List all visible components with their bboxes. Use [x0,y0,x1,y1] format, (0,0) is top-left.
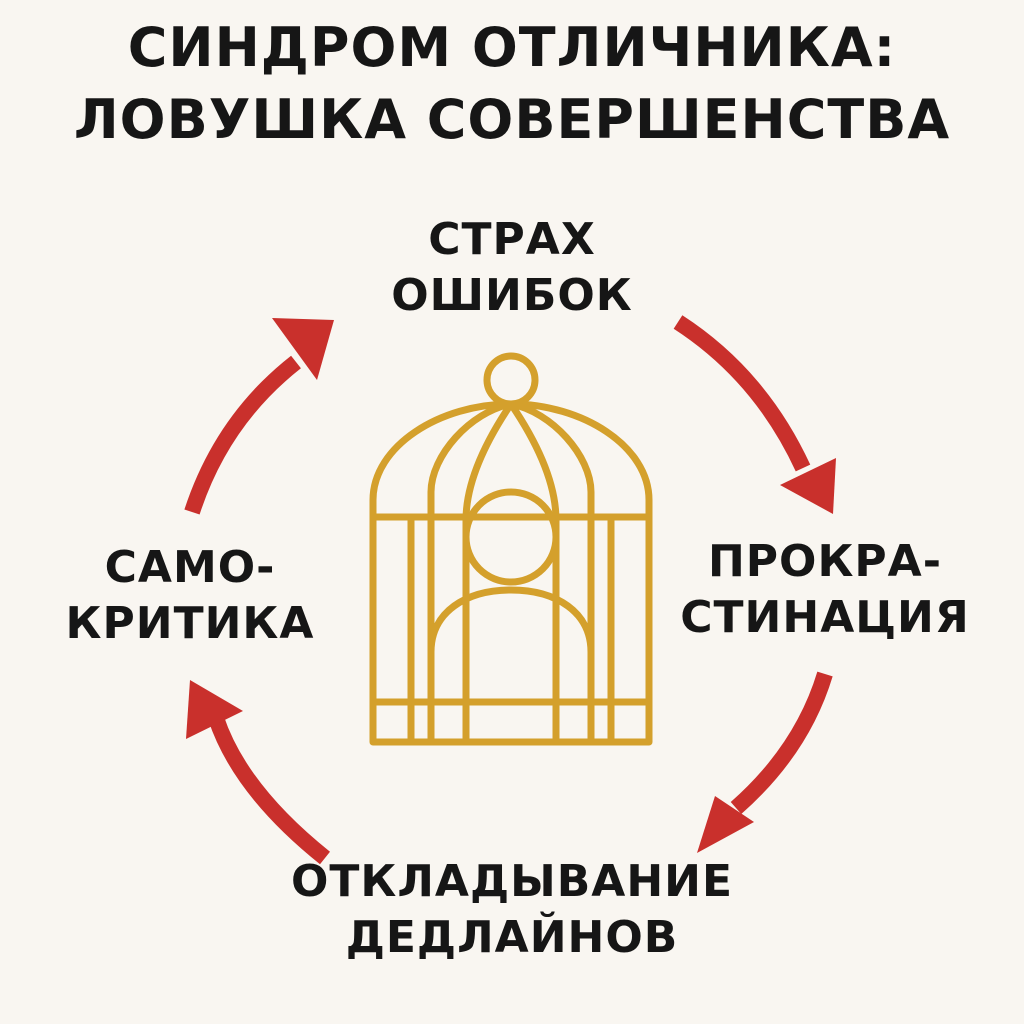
title-line-2: ЛОВУШКА СОВЕРШЕНСТВА [73,88,951,151]
node-right-line-1: ПРОКРА- [707,536,942,587]
arrow-right-to-bottom [697,671,833,853]
node-top-line-2: ОШИБОК [391,270,633,321]
node-left-line-1: САМО- [104,542,276,593]
node-bottom-line-2: ДЕДЛАЙНОВ [345,912,679,963]
arrow-left-to-top [184,318,334,515]
cycle-node-fear-of-mistakes: СТРАХ ОШИБОК [312,212,712,324]
page-title: СИНДРОМ ОТЛИЧНИКА: ЛОВУШКА СОВЕРШЕНСТВА [0,12,1024,156]
node-right-line-2: СТИНАЦИЯ [680,592,970,643]
person-in-birdcage-icon [369,352,653,746]
cycle-node-postponing-deadlines: ОТКЛАДЫВАНИЕ ДЕДЛАЙНОВ [272,854,752,966]
arrow-top-to-right [673,315,836,514]
cycle-node-self-criticism: САМО- КРИТИКА [40,540,340,652]
node-bottom-line-1: ОТКЛАДЫВАНИЕ [290,856,734,907]
cycle-arrows [184,315,836,865]
cycle-node-procrastination: ПРОКРА- СТИНАЦИЯ [660,534,990,646]
arrow-bottom-to-left [186,680,330,865]
title-line-1: СИНДРОМ ОТЛИЧНИКА: [127,16,897,79]
node-left-line-2: КРИТИКА [65,598,315,649]
node-top-line-1: СТРАХ [428,214,596,265]
